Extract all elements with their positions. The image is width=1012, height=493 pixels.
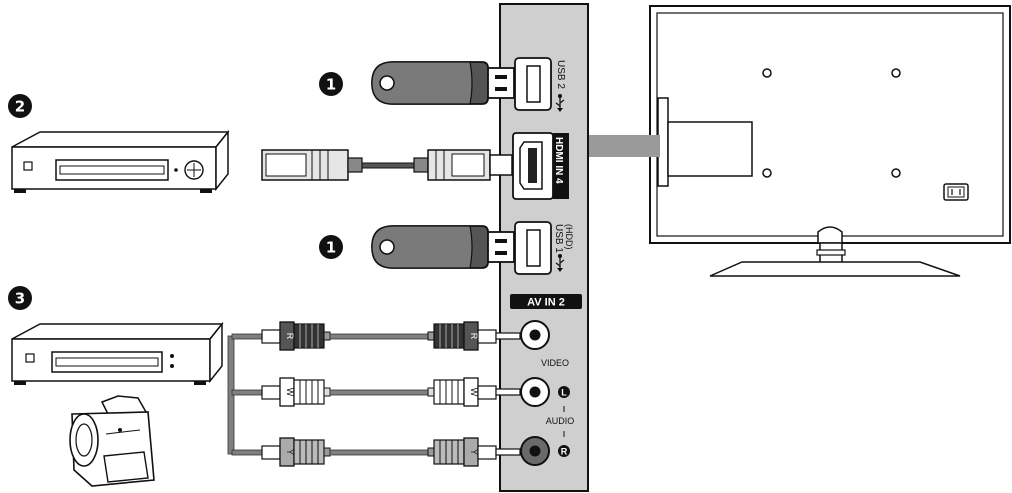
callout-3-number: 3: [15, 290, 25, 308]
usb-drive-plug-contact: [495, 251, 507, 255]
red-cable-wire: [329, 333, 429, 340]
audio-left-jack-pin: [529, 386, 541, 398]
panel-link-bar: [588, 135, 660, 157]
usb1-label: USB 1: [553, 224, 564, 253]
yellow-plug-right-letter: Y: [469, 449, 479, 455]
camcorder-screen: [103, 451, 149, 483]
av-in-2-label: AV IN 2: [527, 297, 565, 309]
dvd-player-side: [215, 129, 229, 192]
usb-drive-cap: [371, 61, 473, 105]
video-jack-pin: [529, 329, 541, 341]
hdmi-plug-tip: [489, 154, 513, 176]
white-cable-wire: [329, 389, 429, 396]
white-plug-right-letter: W: [469, 388, 479, 397]
usb1-hdd-label: (HDD): [564, 224, 574, 250]
vcr-side: [209, 321, 223, 384]
usb-drive-plug: [485, 67, 515, 99]
yellow-plug-left-letter: Y: [285, 449, 295, 455]
callout-2: 2: [8, 94, 32, 118]
callout-1-top-number: 1: [326, 76, 336, 94]
video-label: VIDEO: [541, 358, 569, 368]
vcr-top: [11, 323, 224, 340]
usb-drive-plug-contact: [495, 87, 507, 91]
camcorder: [69, 395, 155, 487]
red-plug-right-letter: R: [469, 333, 479, 340]
usb1-port-slot: [526, 229, 541, 267]
usb-flash-drive-bottom: [371, 225, 515, 269]
av-cable-red: R R: [231, 321, 521, 351]
vcr: [11, 321, 224, 385]
audio-left-badge: [558, 386, 570, 398]
red-plug-left-letter: R: [285, 333, 295, 340]
audio-left-letter: L: [561, 388, 567, 398]
callout-2-number: 2: [15, 98, 25, 116]
white-plug-left-letter: W: [285, 388, 295, 397]
usb-drive-plug-contact: [495, 75, 507, 79]
callout-1-bottom-number: 1: [326, 239, 336, 257]
tv-connection-box: [667, 121, 753, 177]
usb-drive-plug-contact: [495, 239, 507, 243]
usb-symbol-icon: [555, 94, 565, 112]
wall-mount-hole: [891, 68, 901, 78]
wall-mount-hole: [762, 68, 772, 78]
disc-tray-slot: [59, 165, 165, 175]
av-cable-white: W W: [231, 377, 521, 407]
usb2-port-slot: [526, 65, 541, 103]
hdmi-label-plate: [553, 133, 569, 199]
usb-flash-drive-top: [371, 61, 515, 105]
dvd-player: [11, 129, 230, 193]
usb-drive-plug: [485, 231, 515, 263]
av-cable-yellow: Y Y: [231, 437, 521, 467]
callout-1-bottom: 1: [319, 235, 343, 259]
usb-symbol-icon: [555, 254, 565, 272]
hdmi-cable-wire: [361, 162, 415, 169]
usb2-label: USB 2: [555, 60, 566, 89]
tv-stand: [709, 226, 961, 277]
audio-right-jack-pin: [529, 445, 541, 457]
hdmi-cable: [261, 149, 513, 181]
power-socket-icon: [943, 183, 969, 201]
audio-right-badge: [558, 445, 570, 457]
dvd-player-top: [11, 131, 230, 148]
power-button-icon: [25, 353, 35, 363]
hdmi-port-pins: [528, 148, 537, 183]
callout-1-top: 1: [319, 72, 343, 96]
usb-drive-cap: [371, 225, 473, 269]
callout-3: 3: [8, 286, 32, 310]
hdmi-in-4-label: HDMI IN 4: [553, 137, 564, 184]
hdmi-plug-left-grip: [265, 153, 307, 177]
audio-right-letter: R: [561, 447, 568, 457]
audio-label: AUDIO: [546, 416, 575, 426]
yellow-cable-wire: [329, 449, 429, 456]
usb-drive-ring-hole: [379, 239, 395, 255]
wall-mount-hole: [762, 168, 772, 178]
wall-mount-hole: [891, 168, 901, 178]
tv-rear: [649, 5, 1011, 277]
power-button-icon: [23, 161, 33, 171]
av-in-2-label-plate: [510, 294, 582, 309]
usb-drive-ring-hole: [379, 75, 395, 91]
